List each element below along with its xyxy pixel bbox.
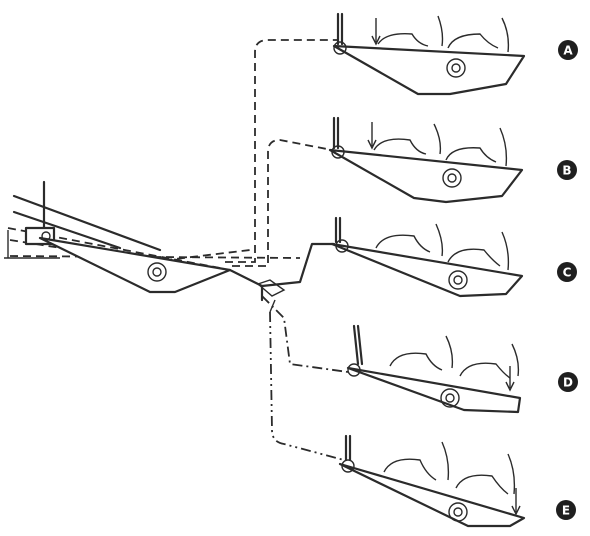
badge-d-label: D [563,376,573,390]
pedal-position-e [338,434,526,528]
badge-c-label: C [563,266,572,280]
badge-a: A [558,40,578,60]
pedal-position-c [330,216,524,298]
badge-b-label: B [562,164,571,178]
badge-b: B [557,160,577,180]
linkage-lines [225,39,349,461]
badge-e: E [556,500,576,520]
badge-d: D [558,372,578,392]
pedal-position-d [346,324,522,414]
badge-a-label: A [563,44,573,58]
pedal-position-a [332,12,526,96]
source-plate [38,236,232,294]
source-pedal [4,180,301,313]
pedal-position-b [328,116,524,204]
badge-c: C [557,262,577,282]
badge-e-label: E [562,504,570,518]
